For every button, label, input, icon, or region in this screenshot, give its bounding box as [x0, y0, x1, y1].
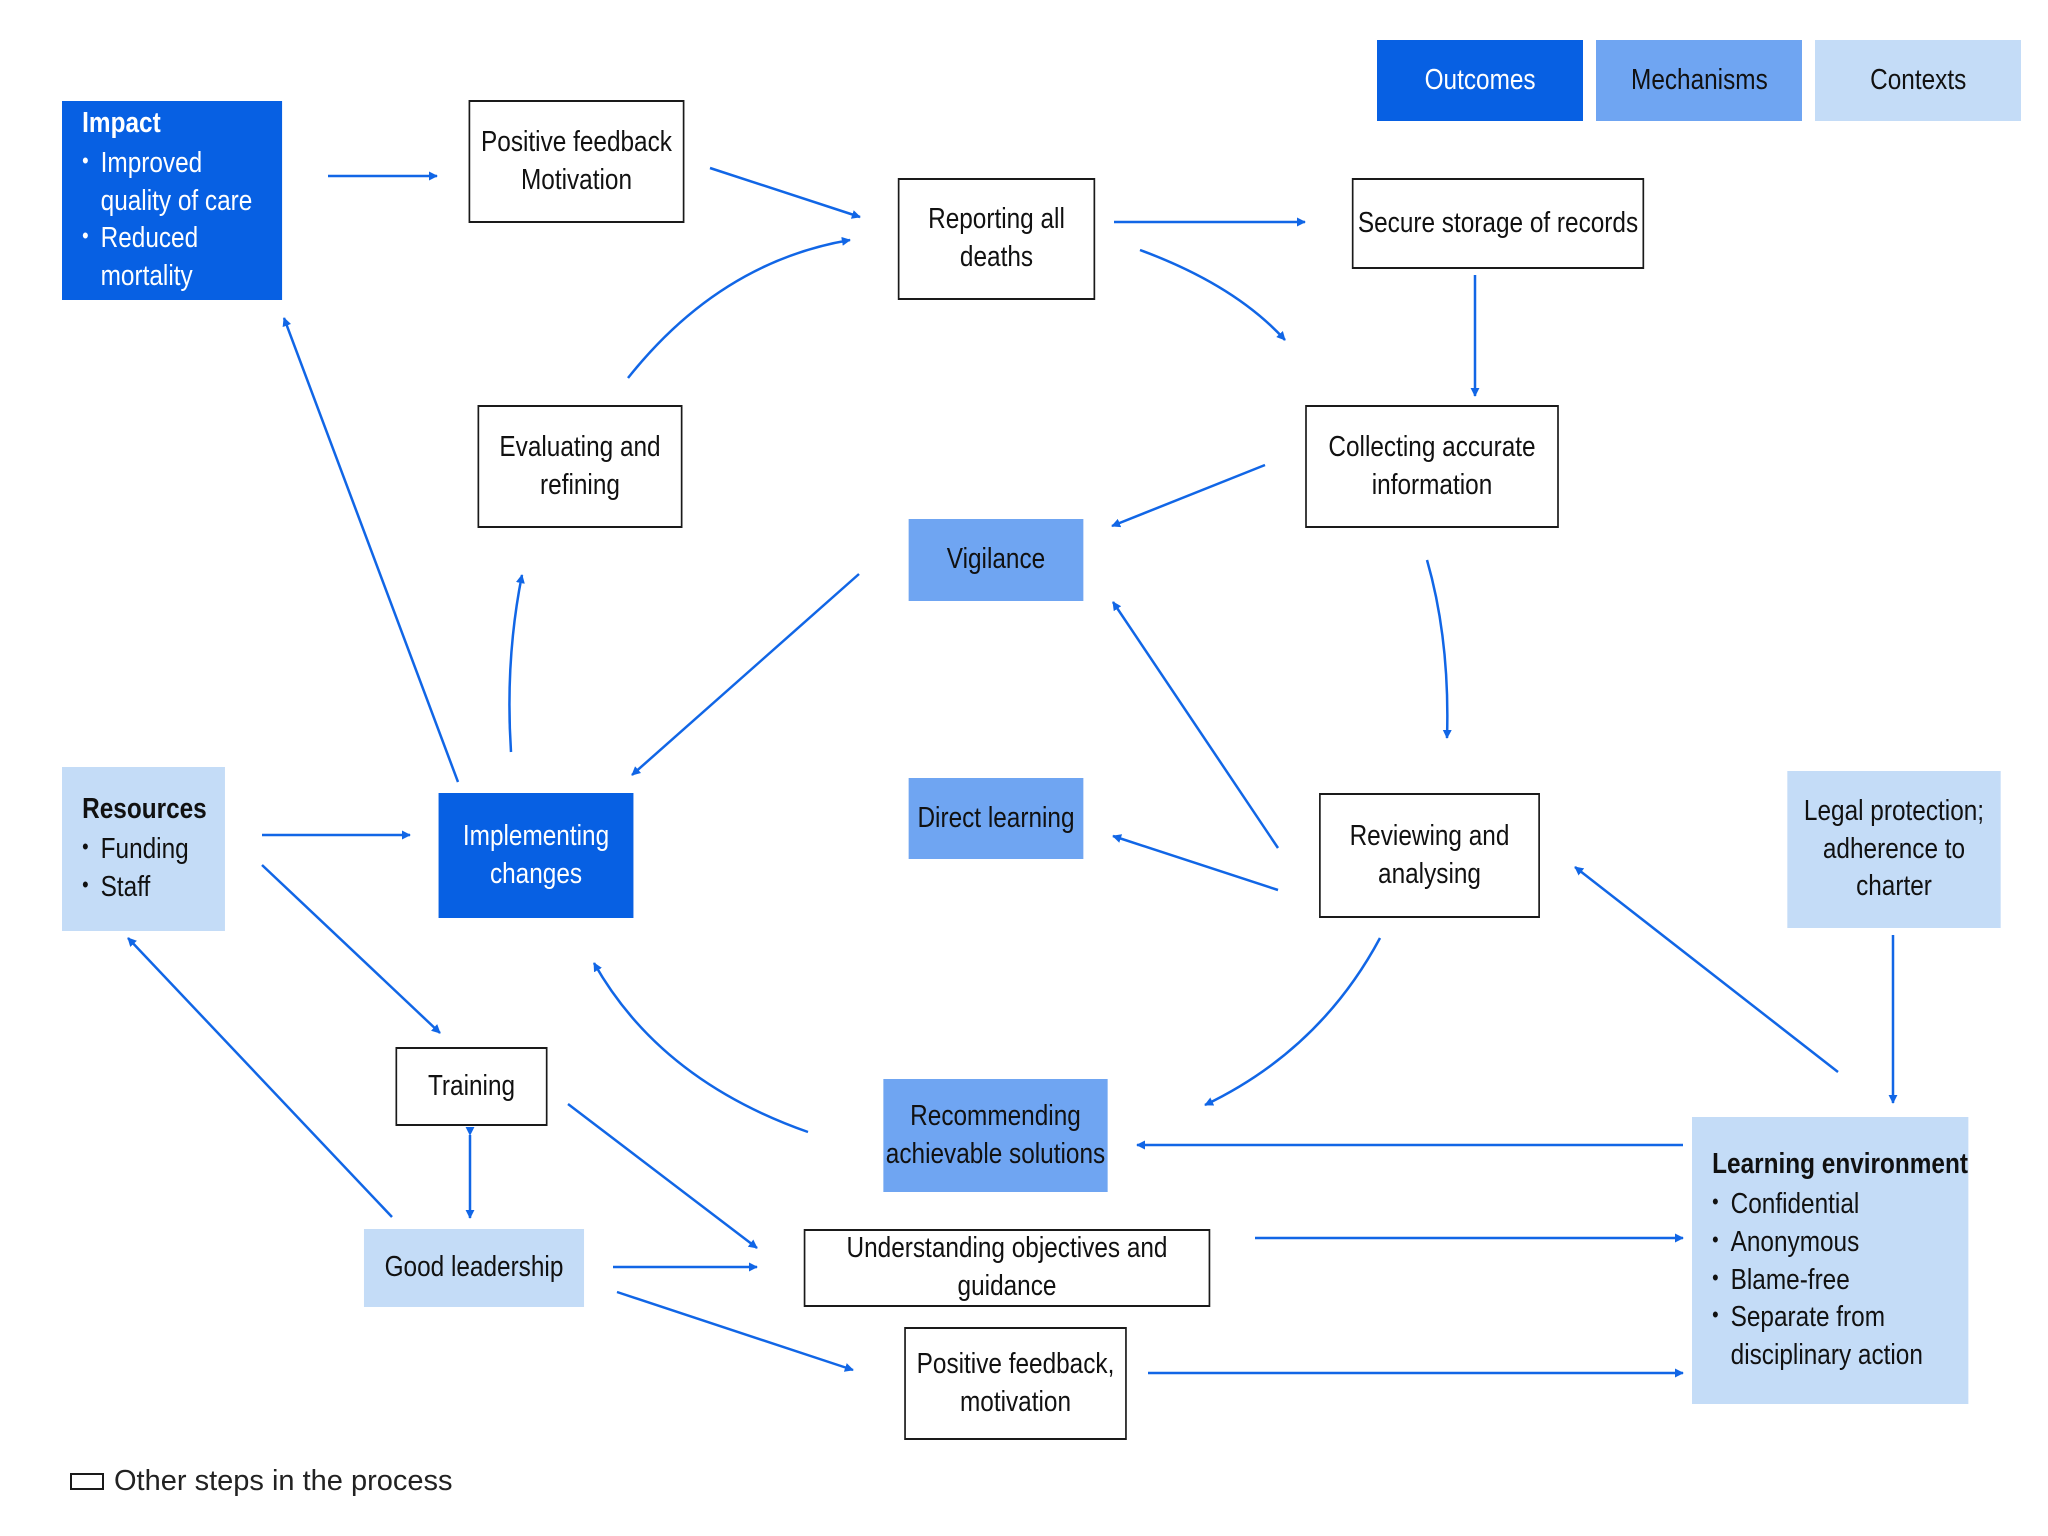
arrow-collecting-to-vigilance	[1111, 463, 1266, 528]
arrow-learning-to-reviewing	[1574, 866, 1839, 1073]
node-resources: Resources Funding Staff	[62, 767, 225, 931]
node-label: adherence to	[1822, 832, 1966, 865]
node-positive-feedback-top: Positive feedback Motivation	[468, 100, 685, 223]
arrow-reviewing-to-direct-learning	[1112, 834, 1279, 892]
node-label: Secure storage of records	[1357, 206, 1639, 239]
node-label: Implementing	[462, 819, 610, 852]
node-label: Motivation	[520, 163, 633, 196]
impact-bullets: Improved quality of care Reduced mortali…	[82, 145, 282, 296]
learning-env-bullets: Confidential Anonymous Blame-free Separa…	[1712, 1186, 1924, 1374]
legend-contexts: Contexts	[1815, 40, 2021, 121]
arrow-training-to-understanding	[567, 1103, 758, 1249]
legend-other-steps: Other steps in the process	[70, 1465, 453, 1498]
node-evaluating-refining: Evaluating and refining	[477, 405, 683, 528]
node-understanding-objectives: Understanding objectives and guidance	[803, 1229, 1211, 1307]
node-label: refining	[540, 468, 620, 501]
node-label: changes	[489, 857, 583, 890]
arrow-collecting-to-reviewing	[1425, 559, 1452, 739]
node-recommending-solutions: Recommending achievable solutions	[883, 1079, 1108, 1192]
node-label: Positive feedback	[481, 125, 672, 158]
node-label: motivation	[959, 1385, 1072, 1418]
node-label: Evaluating and	[499, 430, 661, 463]
legend-outcomes: Outcomes	[1377, 40, 1583, 121]
legend-outcomes-label: Outcomes	[1424, 64, 1536, 96]
node-label: Recommending	[910, 1099, 1081, 1132]
node-label: Training	[427, 1069, 516, 1102]
arrow-resources-to-training	[261, 864, 441, 1034]
node-label: analysing	[1378, 857, 1481, 890]
learning-env-bullet: Blame-free	[1712, 1262, 1924, 1300]
node-label: Good leadership	[384, 1251, 564, 1284]
arrow-feedback-to-reporting	[709, 166, 861, 219]
arrow-reviewing-to-recommending	[1204, 937, 1382, 1107]
node-positive-feedback-bottom: Positive feedback, motivation	[904, 1327, 1127, 1440]
arrow-reporting-to-collecting	[1139, 248, 1286, 341]
node-impact: Impact Improved quality of care Reduced …	[62, 101, 283, 300]
legend-other-steps-label: Other steps in the process	[114, 1465, 453, 1497]
node-collecting-information: Collecting accurate information	[1305, 405, 1559, 528]
arrow-recommending-to-implementing	[592, 962, 809, 1134]
node-label: Positive feedback,	[916, 1347, 1115, 1380]
node-label: Reporting all	[928, 203, 1065, 236]
node-direct-learning: Direct learning	[908, 778, 1084, 859]
learning-env-bullet: Confidential	[1712, 1186, 1924, 1224]
node-label: Direct learning	[917, 801, 1075, 834]
node-label: achievable solutions	[885, 1137, 1106, 1170]
impact-bullet: Reduced mortality	[82, 220, 282, 295]
resources-bullet: Staff	[82, 869, 189, 907]
node-label: Understanding objectives and guidance	[846, 1232, 1168, 1302]
node-label: Collecting accurate	[1328, 430, 1536, 463]
node-vigilance: Vigilance	[908, 519, 1084, 601]
node-reporting-all-deaths: Reporting all deaths	[897, 178, 1096, 300]
resources-bullet: Funding	[82, 831, 189, 869]
node-label: Vigilance	[946, 543, 1046, 576]
resources-bullets: Funding Staff	[82, 831, 189, 906]
arrow-implementing-to-evaluating	[508, 574, 525, 753]
legend-mechanisms: Mechanisms	[1596, 40, 1802, 121]
arrow-leadership-to-resources	[127, 937, 393, 1218]
node-legal-protection: Legal protection; adherence to charter	[1787, 771, 2001, 928]
legend-mechanisms-label: Mechanisms	[1630, 64, 1768, 96]
node-implementing-changes: Implementing changes	[438, 793, 634, 918]
node-training: Training	[395, 1047, 548, 1126]
node-good-leadership: Good leadership	[363, 1229, 585, 1307]
node-learning-environment: Learning environment Confidential Anonym…	[1692, 1117, 1969, 1404]
legend-contexts-label: Contexts	[1869, 64, 1967, 96]
learning-env-title: Learning environment	[1712, 1148, 1968, 1181]
node-label: information	[1371, 468, 1493, 501]
learning-env-bullet: Separate from disciplinary action	[1712, 1299, 1924, 1374]
arrow-implementing-to-impact	[282, 317, 460, 783]
arrow-reviewing-to-vigilance	[1111, 601, 1280, 849]
node-label: charter	[1856, 870, 1932, 903]
node-reviewing-analysing: Reviewing and analysing	[1319, 793, 1540, 918]
arrow-vigilance-to-implementing	[631, 573, 860, 776]
impact-title: Impact	[82, 107, 161, 140]
node-label: deaths	[959, 241, 1034, 273]
resources-title: Resources	[82, 793, 207, 826]
arrow-leadership-to-feedback-bottom	[616, 1290, 854, 1372]
arrow-evaluating-to-reporting	[627, 236, 851, 379]
step-box-swatch-icon	[70, 1473, 104, 1490]
node-secure-storage: Secure storage of records	[1351, 178, 1645, 269]
learning-env-bullet: Anonymous	[1712, 1224, 1924, 1262]
impact-bullet: Improved quality of care	[82, 145, 268, 220]
node-label: Legal protection;	[1803, 794, 1985, 827]
node-label: Reviewing and	[1349, 819, 1510, 852]
